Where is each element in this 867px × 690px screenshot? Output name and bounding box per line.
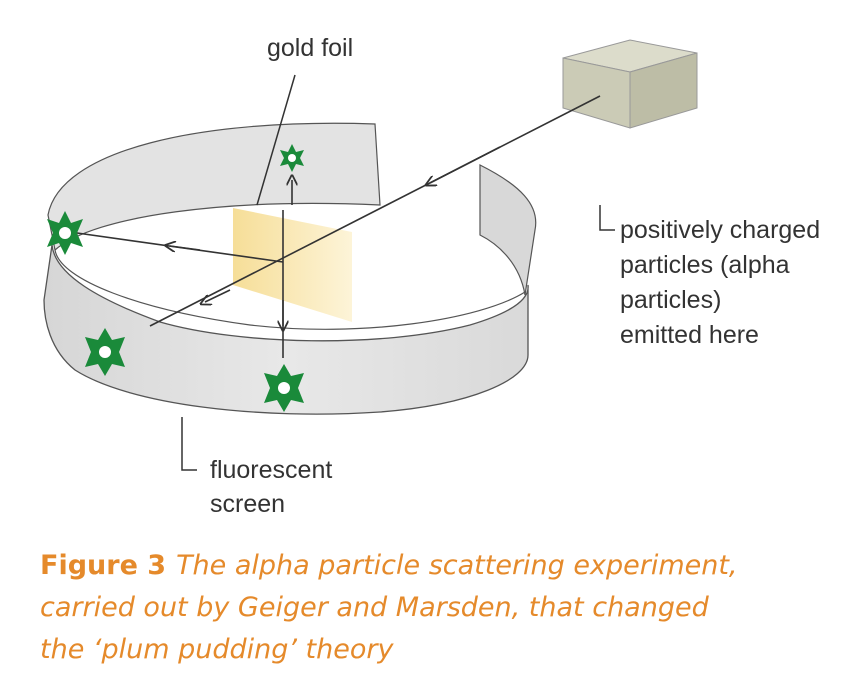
caption-line-1: The alpha particle scattering experiment…	[176, 550, 738, 581]
incident-beam-arrow	[430, 146, 501, 183]
left-arrow	[170, 246, 201, 250]
svg-text:particles (alpha: particles (alpha	[620, 251, 790, 279]
screen-label: fluorescent screen	[210, 456, 332, 518]
source-label: positively charged particles (alpha part…	[620, 216, 820, 349]
straight-through-arrow	[205, 289, 231, 302]
flash-icon-front	[264, 364, 304, 412]
flash-icon-top	[280, 144, 304, 172]
incident-beam	[149, 95, 601, 327]
particle-paths	[69, 95, 601, 358]
figure-number: Figure 3	[40, 550, 167, 581]
scattering-diagram: gold foil positively charged particles (…	[43, 34, 820, 518]
flash-icon-front-left	[85, 328, 125, 376]
ring-inner-edge	[54, 249, 526, 330]
source-leader	[599, 205, 615, 231]
gold-foil-leader	[256, 74, 296, 206]
caption-line-3: the ‘plum pudding’ theory	[40, 634, 394, 665]
svg-text:screen: screen	[210, 490, 285, 518]
screen-leader	[181, 417, 197, 471]
figure-caption: Figure 3 The alpha particle scattering ex…	[40, 545, 860, 671]
svg-text:positively charged: positively charged	[620, 216, 820, 244]
fluorescent-screen-ring	[43, 244, 529, 415]
svg-text:emitted here: emitted here	[620, 321, 759, 349]
gold-foil-sheet	[233, 208, 352, 322]
svg-text:fluorescent: fluorescent	[210, 456, 332, 484]
flash-icon-left	[47, 211, 83, 255]
alpha-source-box	[562, 39, 698, 129]
caption-line-2: carried out by Geiger and Marsden, that …	[40, 592, 709, 623]
gold-foil-label: gold foil	[267, 34, 353, 62]
svg-text:particles): particles)	[620, 286, 721, 314]
